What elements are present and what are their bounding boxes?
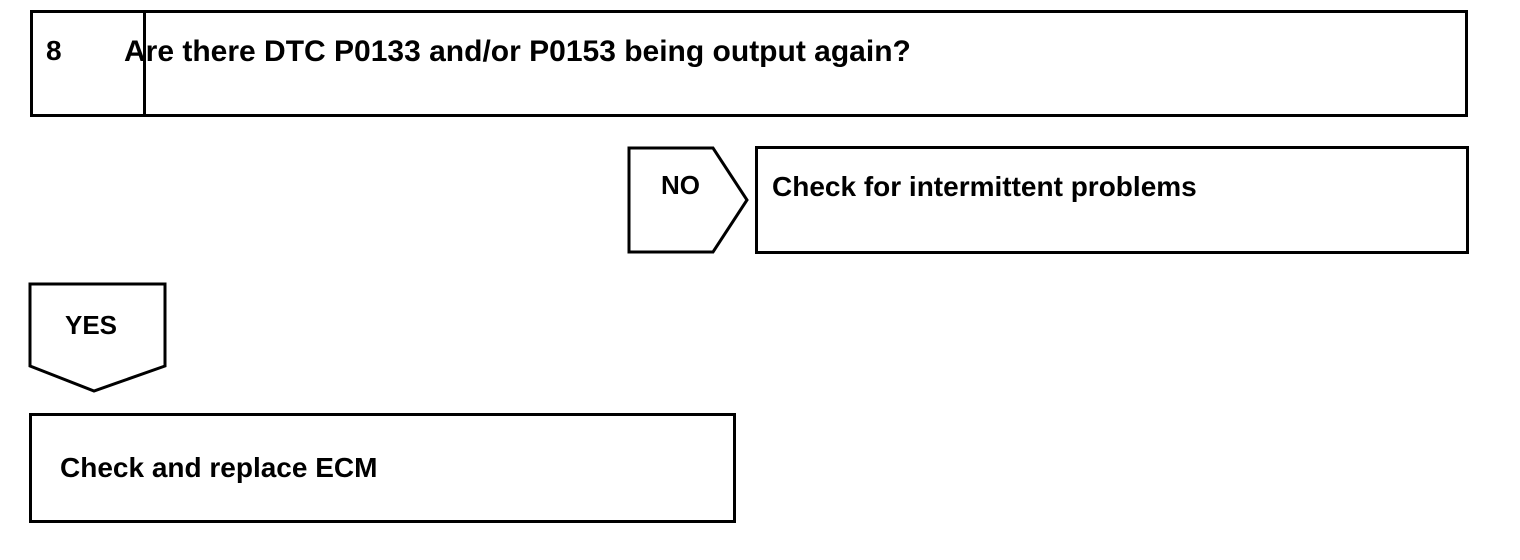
step-number: 8 — [46, 35, 62, 66]
no-branch-label: NO — [661, 170, 700, 200]
step-question: Are there DTC P0133 and/or P0153 being o… — [124, 35, 911, 68]
step-divider — [143, 13, 146, 114]
no-branch-arrow — [627, 146, 749, 254]
yes-result-text: Check and replace ECM — [60, 452, 378, 483]
yes-branch-label: YES — [65, 310, 118, 340]
no-result-text: Check for intermittent problems — [772, 171, 1197, 202]
step-header-box — [30, 10, 1468, 117]
no-result-box: Check for intermittent problems — [755, 146, 1469, 254]
yes-result-box: Check and replace ECM — [29, 413, 736, 523]
yes-branch-arrow — [28, 282, 167, 393]
